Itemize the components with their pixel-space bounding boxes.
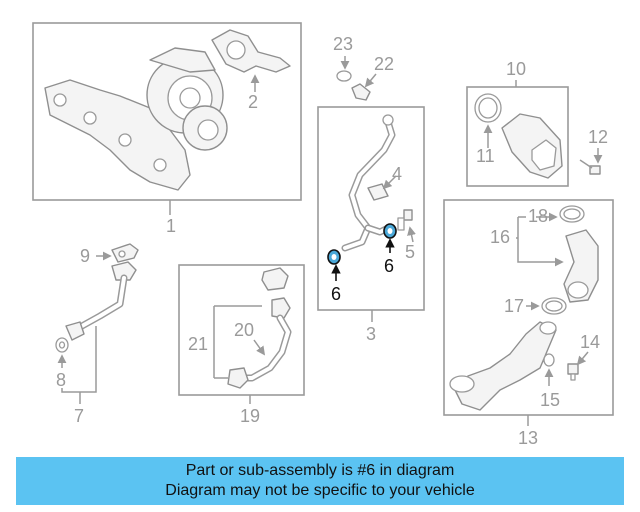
- leader-20: [253, 339, 266, 356]
- leader-16: [516, 216, 540, 263]
- gasket-9-part[interactable]: [111, 243, 139, 263]
- charge-air-hose-16-part[interactable]: [563, 229, 599, 303]
- callout-17[interactable]: 17: [504, 296, 524, 316]
- seal-ring-23-part[interactable]: [336, 70, 352, 82]
- callout-10[interactable]: 10: [506, 59, 526, 79]
- seal-15-part[interactable]: [543, 353, 555, 367]
- leader-22: [364, 73, 377, 88]
- leader-4: [382, 175, 397, 190]
- seal-ring-11-part[interactable]: [474, 93, 502, 123]
- wastegate-actuator-part[interactable]: [211, 29, 291, 73]
- bolt-12-part[interactable]: [579, 159, 601, 175]
- callout-8[interactable]: 8: [56, 370, 66, 390]
- callout-6-left[interactable]: 6: [331, 284, 341, 304]
- turbocharger-part[interactable]: [44, 47, 228, 191]
- leader-21: [213, 305, 262, 379]
- connector-22-part[interactable]: [351, 83, 371, 101]
- callout-1[interactable]: 1: [166, 216, 176, 236]
- callout-18[interactable]: 18: [528, 206, 548, 226]
- group-box-oil-feed-line: [317, 106, 425, 311]
- washer-6-left-part[interactable]: [327, 249, 341, 265]
- connector-21-bottom-part[interactable]: [227, 367, 249, 389]
- leader-14: [576, 351, 589, 366]
- washer-6-right-part[interactable]: [383, 223, 397, 239]
- callout-3[interactable]: 3: [366, 324, 376, 344]
- info-banner: Part or sub-assembly is #6 in diagram Di…: [16, 457, 624, 505]
- leader-7: [61, 326, 97, 404]
- callout-14[interactable]: 14: [580, 332, 600, 352]
- washer-8-part[interactable]: [55, 337, 69, 353]
- banner-line-disclaimer: Diagram may not be specific to your vehi…: [165, 482, 475, 499]
- group-box-vacuum-hose: [178, 264, 305, 396]
- parts-diagram: 2 1 23 22 4 5 6 6 3 10: [32, 22, 614, 448]
- callout-19[interactable]: 19: [240, 406, 260, 426]
- charge-air-pipe-13-part[interactable]: [449, 321, 557, 411]
- callout-15[interactable]: 15: [540, 390, 560, 410]
- oil-return-line-7-part[interactable]: [65, 261, 137, 341]
- callout-21[interactable]: 21: [188, 334, 208, 354]
- bolt-5-part[interactable]: [397, 209, 413, 231]
- callout-20[interactable]: 20: [234, 320, 254, 340]
- callout-12[interactable]: 12: [588, 127, 608, 147]
- callout-4[interactable]: 4: [392, 164, 402, 184]
- group-box-intake-hose: [466, 86, 569, 187]
- callout-11[interactable]: 11: [476, 146, 495, 166]
- callout-13[interactable]: 13: [518, 428, 538, 448]
- connector-21-top-part[interactable]: [261, 267, 291, 319]
- callout-5[interactable]: 5: [405, 242, 415, 262]
- intake-hose-11-part[interactable]: [501, 113, 563, 179]
- group-box-turbocharger: [32, 22, 302, 201]
- sensor-14-part[interactable]: [567, 363, 579, 381]
- clamp-17-part[interactable]: [541, 297, 567, 315]
- callout-6-right[interactable]: 6: [384, 256, 394, 276]
- callout-16[interactable]: 16: [490, 227, 510, 247]
- hose-20-part[interactable]: [236, 314, 292, 382]
- banner-line-part-number: Part or sub-assembly is #6 in diagram: [185, 462, 455, 479]
- clamp-18-part[interactable]: [559, 205, 585, 223]
- callout-23[interactable]: 23: [333, 34, 353, 54]
- callout-9[interactable]: 9: [80, 246, 90, 266]
- callout-22[interactable]: 22: [374, 54, 394, 74]
- callout-2[interactable]: 2: [248, 92, 258, 112]
- callout-7[interactable]: 7: [74, 406, 84, 426]
- leader-5: [407, 226, 416, 243]
